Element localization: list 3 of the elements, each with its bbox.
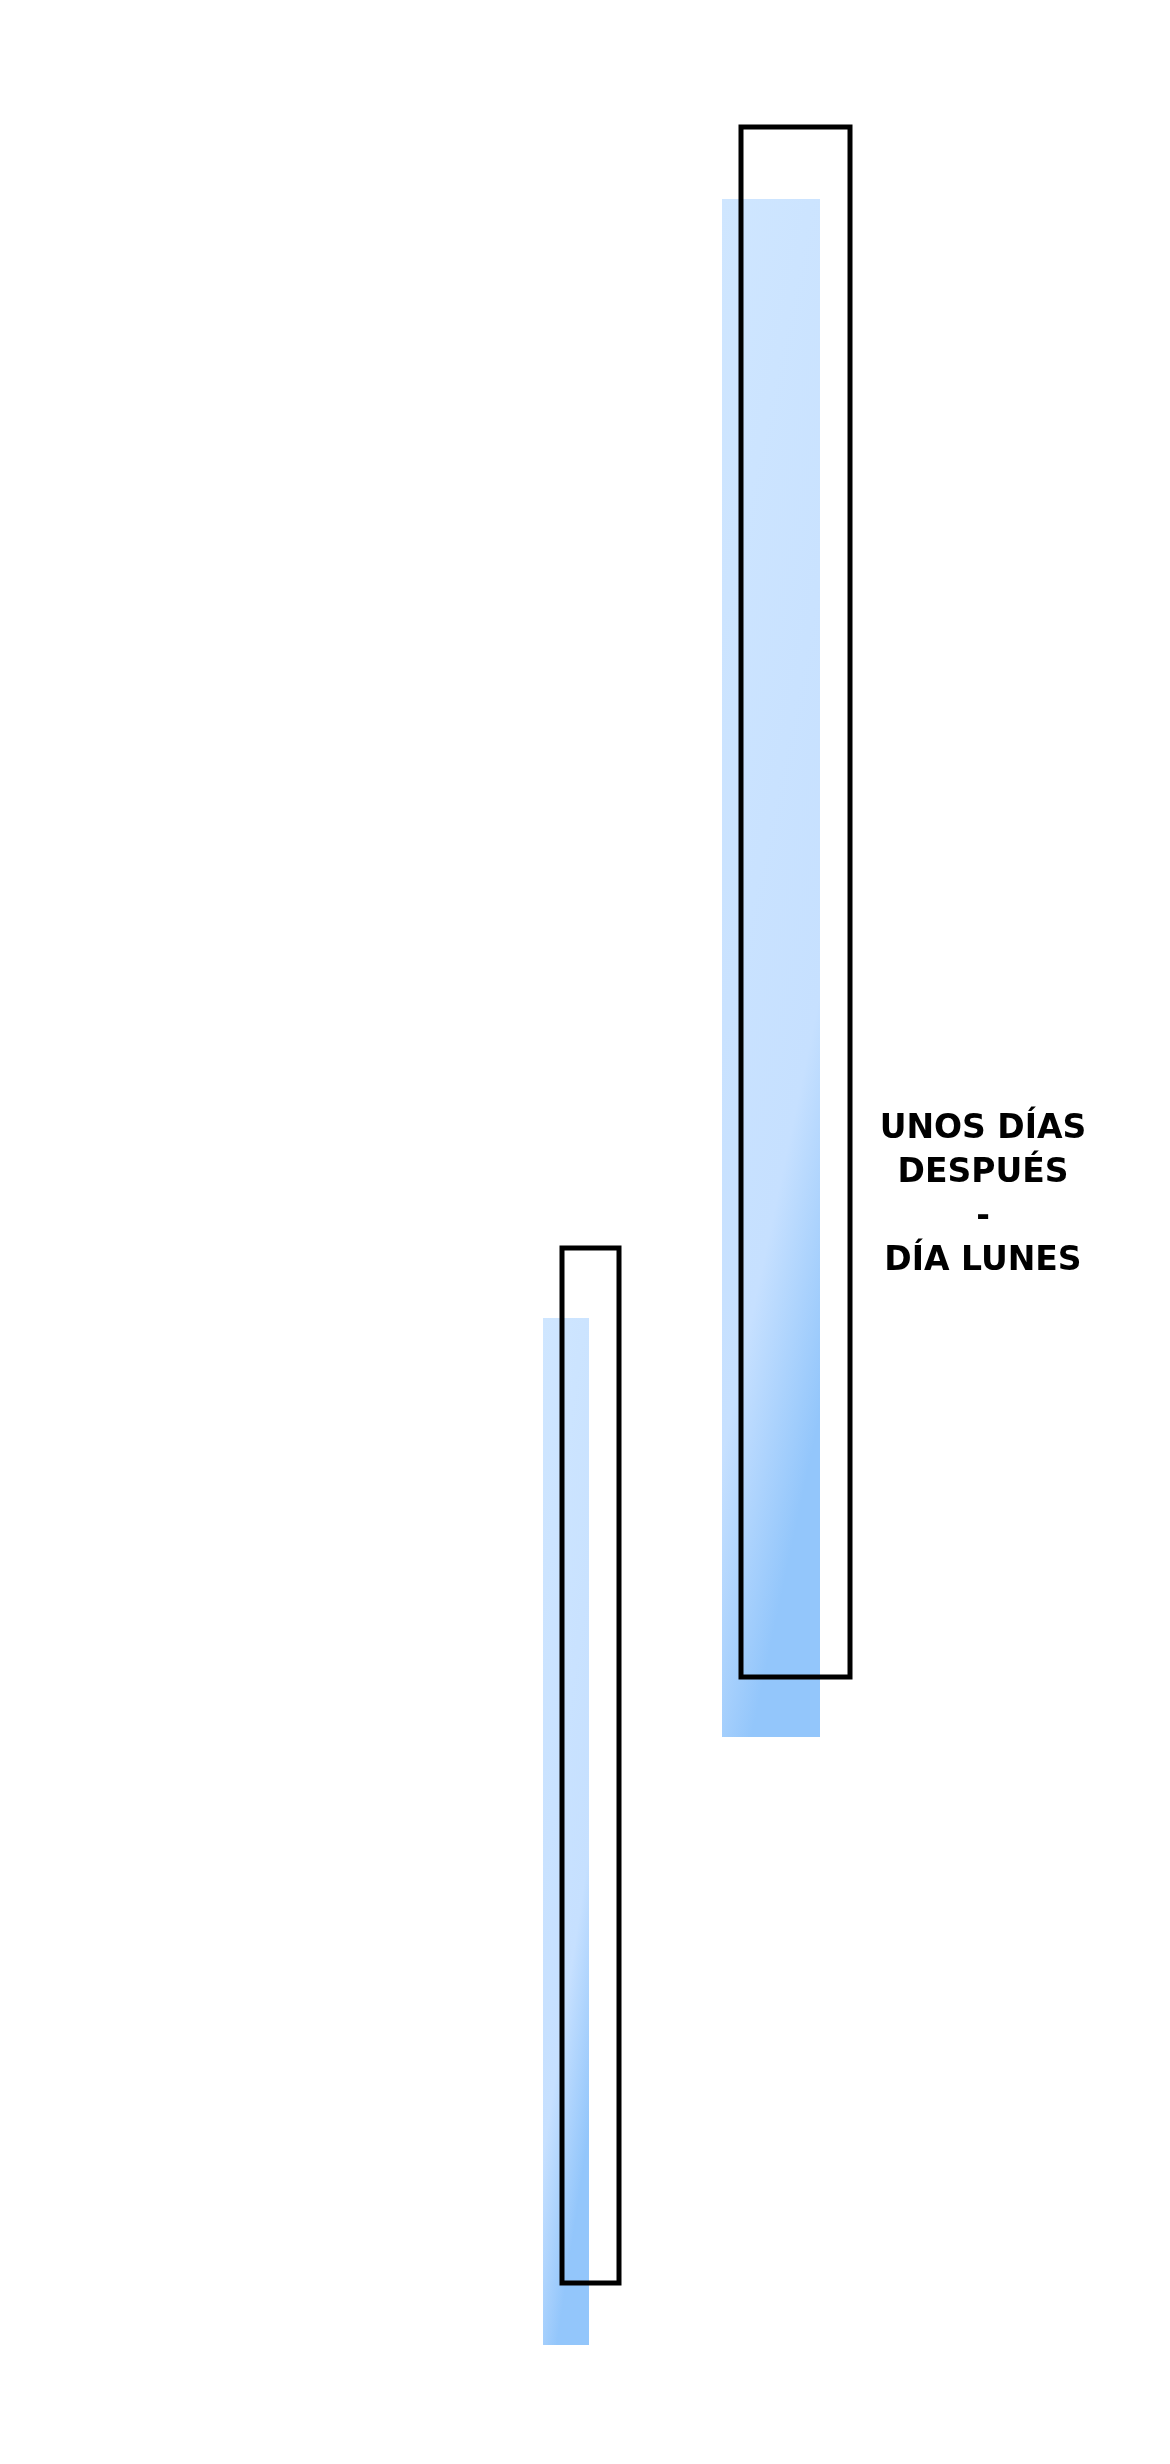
caption-text: - [976, 1194, 990, 1236]
caption-text: DÍA LUNES [884, 1237, 1082, 1280]
caption-text: UNOS DÍAS DESPUÉS [878, 1105, 1088, 1192]
